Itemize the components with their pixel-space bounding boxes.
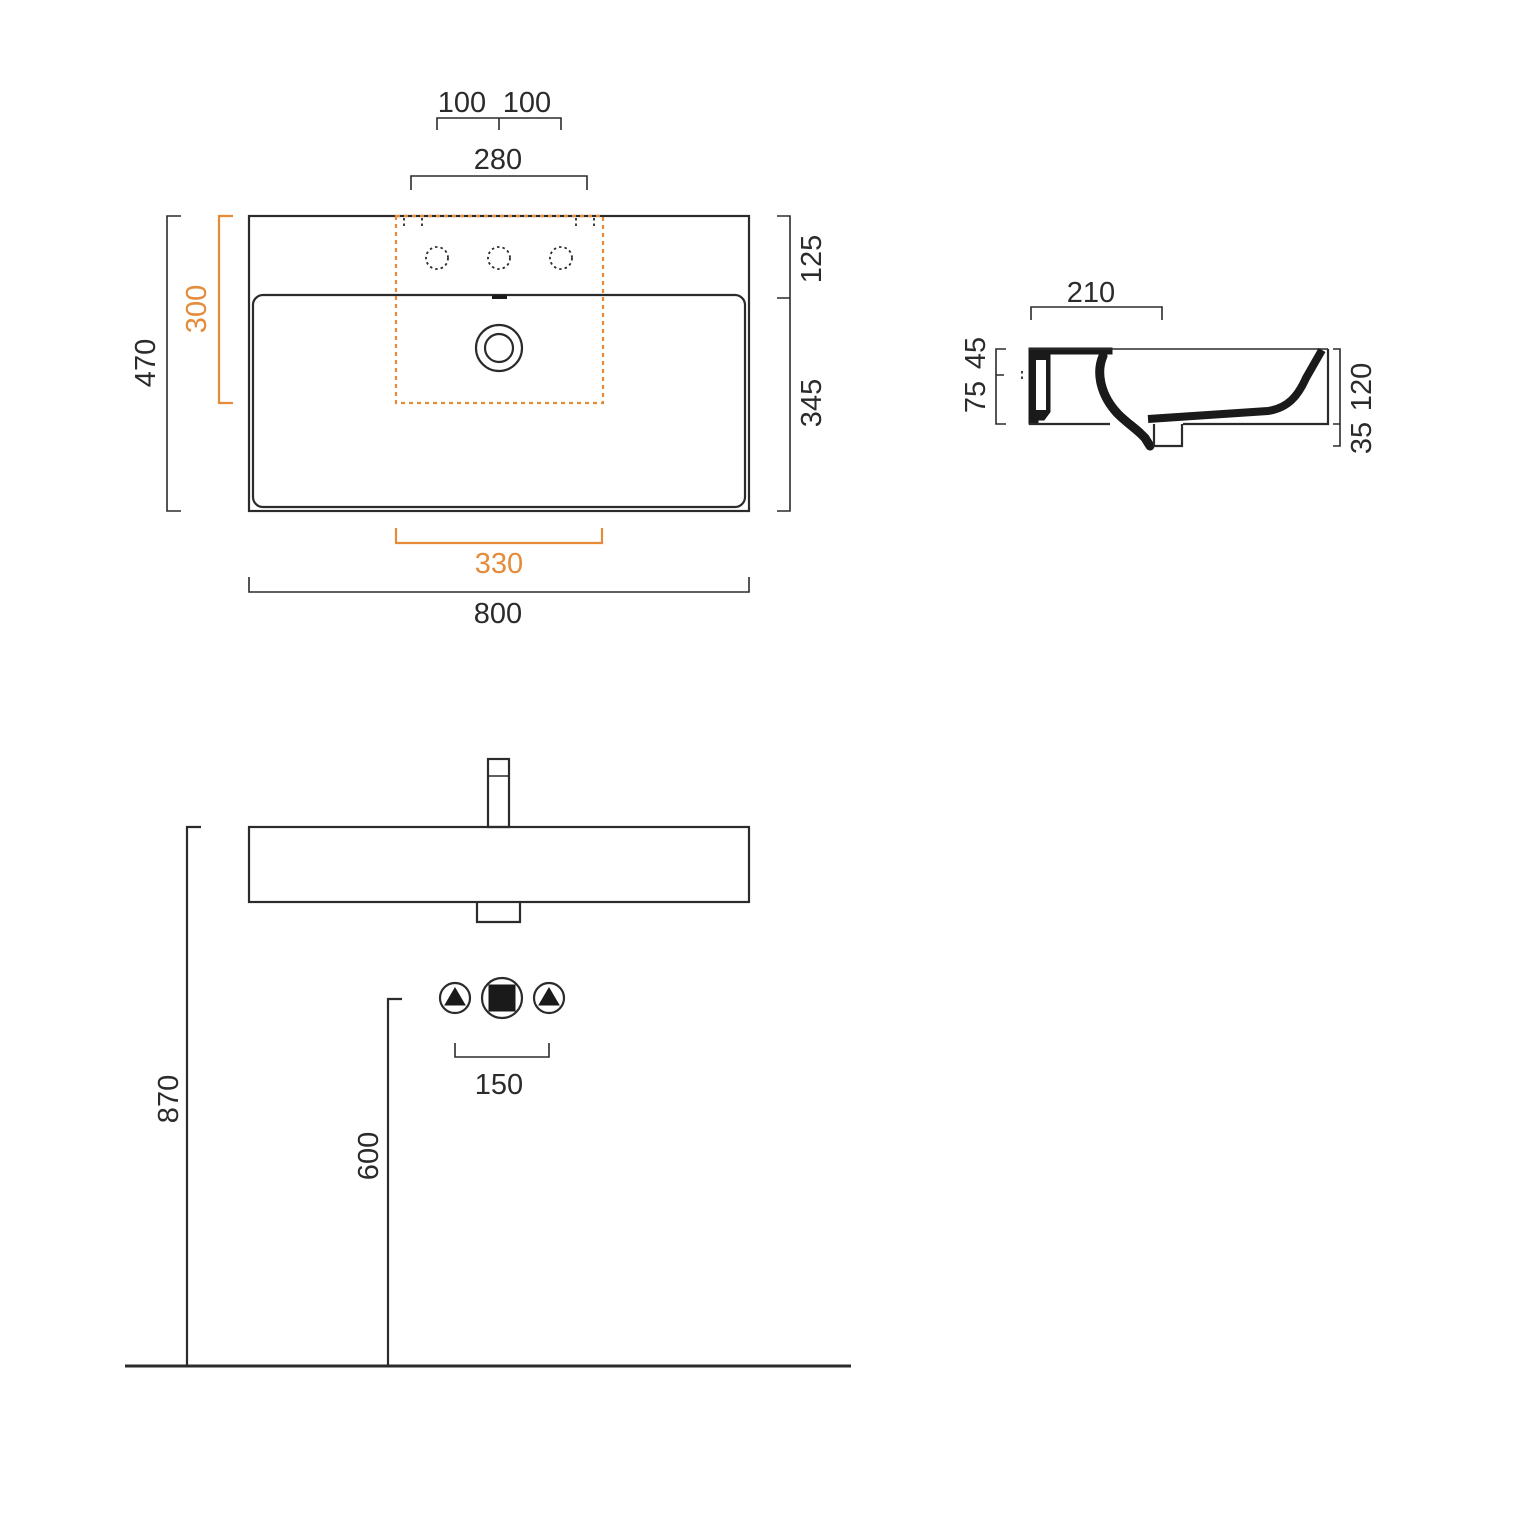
dim-tap-spacing-right: 100 [503,87,551,119]
dim-outlet-height-from-floor: 600 [353,1132,385,1180]
side-view: 210 45 75 120 35 [960,277,1378,454]
dim-back-ledge-depth: 125 [796,235,828,283]
side-drain [1152,424,1184,448]
side-base [1029,349,1330,426]
dim-line-tap-spacing [436,117,562,130]
side-bowl-floor [1147,348,1326,423]
dim-line-overall-width [248,577,750,593]
dim-rim-height: 45 [960,337,992,369]
dim-tap-zone-depth: 300 [181,285,213,333]
wall-outlet-center-icon [480,976,524,1020]
dim-bowl-depth: 345 [796,379,828,427]
dim-line-overall-depth [166,215,181,512]
wall-outlet-left-icon [438,981,472,1015]
dim-overall-height: 120 [1346,363,1378,411]
tap-hole-right [549,246,573,270]
dim-line-outlet-height-floor [386,997,402,1366]
dim-line-tap-zone-width [394,528,604,545]
dim-line-ledge-bowl [777,215,791,512]
dim-line-tap-zone-depth [217,214,233,405]
side-rim-left-cut [1036,360,1046,410]
dim-tap-spacing-left: 100 [438,87,486,119]
dim-line-rim-height-floor [185,825,201,1366]
faucet-body [486,757,511,829]
wall-outlet-right-icon [532,981,566,1015]
dim-inner-height: 75 [960,381,992,413]
dim-overall-depth: 470 [130,339,162,387]
tap-zone-outline [394,214,605,405]
edge-ticks-right [575,218,595,228]
waste-outlet [475,902,522,924]
drain-inner [483,332,515,364]
basin-top-outline [247,214,751,513]
tap-hole-left [425,246,449,270]
tap-hole-center [487,246,511,270]
front-view: 150 870 600 [125,757,851,1368]
edge-ticks-left [403,218,423,228]
dim-overall-width: 800 [474,598,522,630]
dim-rim-height-from-floor: 870 [153,1075,185,1123]
dim-outlet-spacing: 150 [475,1069,523,1101]
dim-tap-span: 280 [474,144,522,176]
dim-drain-offset: 210 [1067,277,1115,309]
drain-outer [474,323,524,373]
dim-line-rim-heights [995,348,1006,425]
dim-tap-zone-width: 330 [475,548,523,580]
basin-front-outline [247,825,751,904]
dim-line-drain-offset [1030,306,1163,320]
dim-line-outlet-spacing [454,1043,550,1058]
dim-line-tap-span [410,175,588,190]
dim-drain-height: 35 [1346,422,1378,454]
basin-bowl-outline [251,293,747,509]
dim-line-overall-height [1333,348,1341,447]
side-bowl-shell [1095,351,1155,451]
top-view: 100 100 280 470 300 125 345 330 800 [130,87,828,630]
